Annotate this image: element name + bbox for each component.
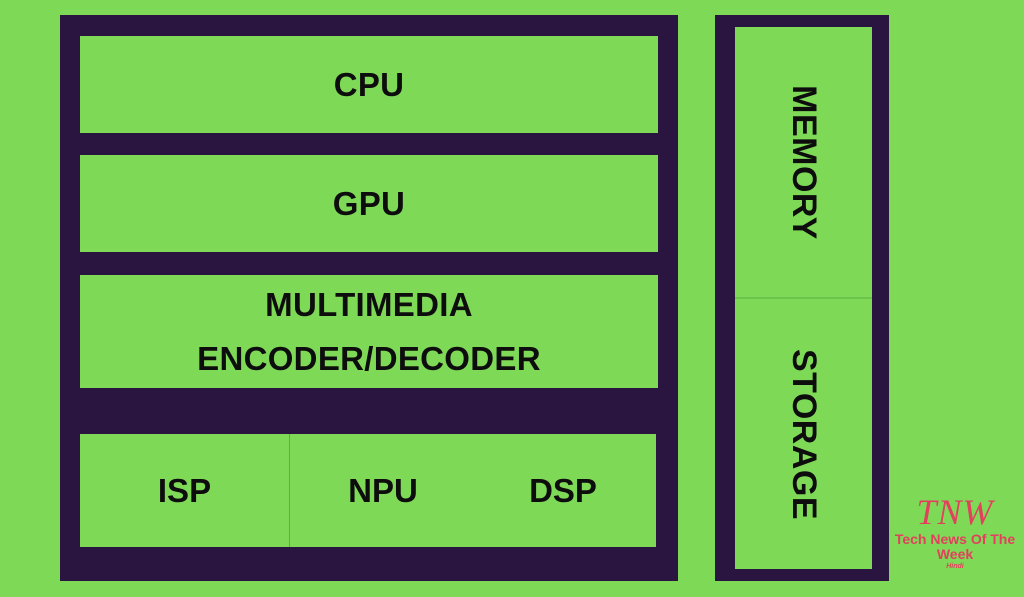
watermark-subtitle: Hindi [946, 563, 964, 570]
gpu-block: GPU [80, 155, 658, 252]
memory-storage-column: MEMORY STORAGE [735, 27, 872, 569]
cpu-block: CPU [80, 36, 658, 133]
gpu-label: GPU [332, 184, 406, 222]
multimedia-label-line2: ENCODER/DECODER [197, 339, 541, 377]
storage-block: STORAGE [735, 299, 872, 569]
watermark-site-name: Tech News Of The Week [894, 531, 1016, 562]
npu-block: NPU [290, 434, 476, 547]
multimedia-block: MULTIMEDIA ENCODER/DECODER [80, 275, 658, 388]
memory-block: MEMORY [735, 27, 872, 299]
npu-label: NPU [348, 471, 418, 509]
accelerator-row: ISP NPU DSP [80, 434, 656, 547]
dsp-label: DSP [529, 471, 597, 509]
storage-label: STORAGE [785, 348, 824, 520]
memory-label: MEMORY [785, 84, 823, 240]
multimedia-label-line1: MULTIMEDIA [265, 285, 473, 323]
isp-label: ISP [157, 471, 212, 509]
dsp-block: DSP [470, 434, 656, 547]
watermark-logo-mark: TNW [916, 492, 994, 532]
cpu-label: CPU [333, 65, 405, 103]
watermark-logo: TNW Tech News Of The Week Hindi [886, 494, 1024, 571]
isp-block: ISP [80, 434, 290, 547]
